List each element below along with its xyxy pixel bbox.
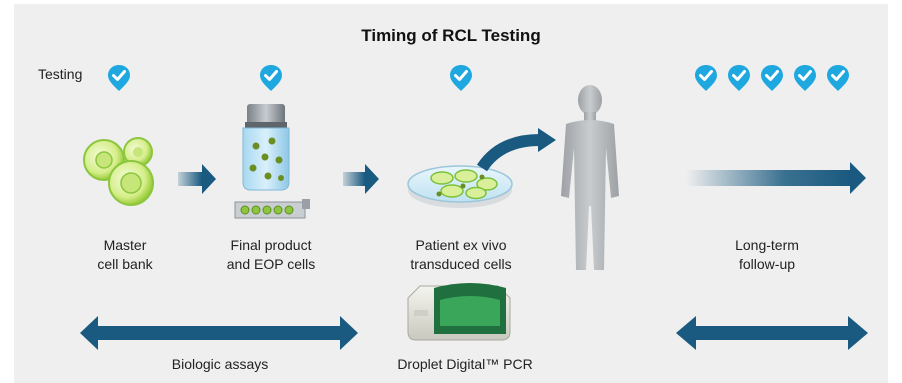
biologic-assays-label: Biologic assays	[171, 356, 269, 372]
stage-label-line: transduced cells	[410, 256, 512, 272]
check-badge-icon	[448, 63, 474, 93]
testing-label: Testing	[38, 66, 83, 82]
petri-dish-icon	[407, 165, 513, 208]
stage-label-line: Master	[103, 237, 147, 253]
double-arrow-icon	[676, 316, 868, 350]
diagram-title: Timing of RCL Testing	[361, 26, 541, 45]
ddpcr-label: Droplet Digital™ PCR	[397, 356, 533, 372]
ddpcr-instrument-icon	[407, 283, 511, 341]
check-badge-icon	[106, 63, 132, 93]
arrow-right-icon	[343, 164, 379, 194]
check-badge-icon	[693, 63, 719, 93]
arrow-right-icon	[178, 164, 216, 194]
check-badge-icon	[759, 63, 785, 93]
check-badge-icon	[825, 63, 851, 93]
arrow-right-icon	[686, 162, 866, 194]
stage-label-long-term: Long-term follow-up	[702, 236, 832, 274]
stage-label-line: Final product	[230, 237, 312, 253]
stage-label-line: follow-up	[738, 256, 796, 272]
curved-arrow-icon	[476, 128, 556, 172]
stage-label-master: Master cell bank	[70, 236, 180, 274]
eop-cells-strip-icon	[234, 199, 310, 219]
stage-label-line: cell bank	[97, 256, 153, 272]
stage-label-patient: Patient ex vivo transduced cells	[396, 236, 526, 274]
stage-label-line: Long-term	[735, 237, 799, 253]
human-silhouette-icon	[561, 85, 619, 270]
check-badge-icon	[792, 63, 818, 93]
stage-label-line: and EOP cells	[226, 256, 316, 272]
check-badge-icon	[258, 63, 284, 93]
double-arrow-icon	[80, 316, 358, 350]
stage-label-final-product: Final product and EOP cells	[206, 236, 336, 274]
check-badge-icon	[726, 63, 752, 93]
stage-label-line: Patient ex vivo	[415, 237, 507, 253]
cell-bank-icon	[83, 137, 154, 206]
vial-icon	[242, 104, 290, 191]
